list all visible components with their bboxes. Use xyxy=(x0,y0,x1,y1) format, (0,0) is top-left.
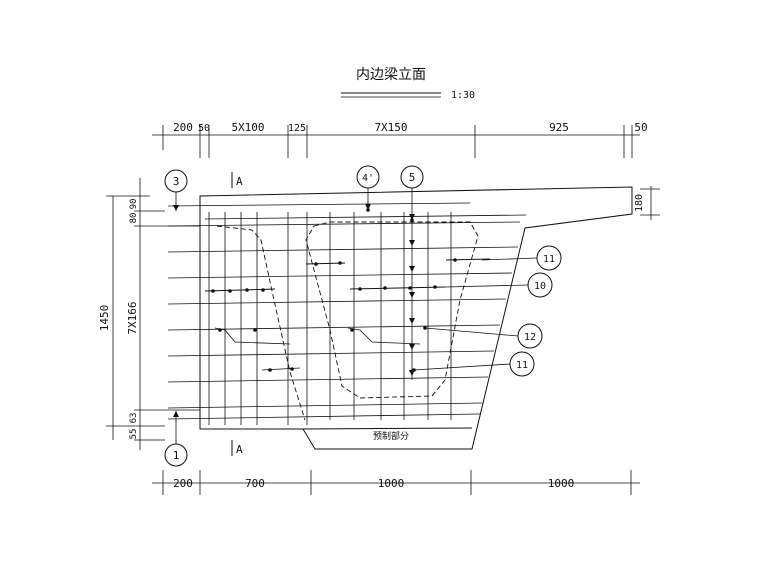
right-dim-180: 180 xyxy=(634,194,645,212)
left-dim-top-b: 90 xyxy=(129,199,139,210)
tendon-outline-left xyxy=(216,225,306,421)
right-dimension-line xyxy=(640,186,660,220)
callout-11-upper-label: 11 xyxy=(543,254,555,265)
callout-1-bubble xyxy=(164,443,188,467)
callout-11-lower-label: 11 xyxy=(516,360,528,371)
scale-label: 1:30 xyxy=(451,90,475,101)
callout-3-label: 3 xyxy=(173,175,180,188)
callout-10-label: 10 xyxy=(534,281,546,292)
callout-1-arrow xyxy=(173,411,179,417)
top-dim-200: 200 xyxy=(173,121,193,134)
top-dim-50a: 50 xyxy=(198,123,210,134)
left-dimension-lines xyxy=(106,178,200,450)
callout-5-bubble xyxy=(400,165,424,189)
callout-4p-arrow xyxy=(365,204,371,210)
precast-label: 预制部分 xyxy=(373,430,409,442)
left-dim-middle: 7X166 xyxy=(126,301,139,334)
vertical-stirrups xyxy=(208,212,452,425)
callout-10-bubble xyxy=(527,272,553,298)
bottom-dim-1000a: 1000 xyxy=(378,477,405,490)
horizontal-rebars xyxy=(167,202,527,420)
callout-11-upper-bubble xyxy=(536,245,562,271)
callout-11-lower-leader xyxy=(413,363,511,371)
top-dim-5x100: 5X100 xyxy=(231,121,264,134)
callout-4p-label: 4' xyxy=(362,173,374,184)
bottom-dim-1000b: 1000 xyxy=(548,477,575,490)
top-dimension-line xyxy=(152,125,640,158)
callout-10-leader xyxy=(444,284,529,288)
bottom-dim-700: 700 xyxy=(245,477,265,490)
section-label-bottom: A xyxy=(236,443,243,456)
top-dim-125: 125 xyxy=(288,123,306,134)
left-dim-bottom-b: 55 xyxy=(129,429,139,440)
callout-11-upper-leader xyxy=(481,257,538,261)
callout-12-leader xyxy=(424,327,519,337)
callout-11-lower-bubble xyxy=(509,351,535,377)
section-label-top: A xyxy=(236,175,243,188)
callout-5-arrows xyxy=(409,214,415,376)
bottom-dimension-line xyxy=(152,470,640,495)
callout-12-bubble xyxy=(517,323,543,349)
callout-4p-bubble xyxy=(356,165,380,189)
bottom-dim-200: 200 xyxy=(173,477,193,490)
left-dim-bottom-a: 63 xyxy=(129,413,139,424)
beam-outline xyxy=(199,186,633,450)
left-dim-total: 1450 xyxy=(98,305,111,332)
rebar-markers xyxy=(204,208,491,372)
callout-1-label: 1 xyxy=(173,449,180,462)
top-dim-50b: 50 xyxy=(634,121,647,134)
tendon-outline-center xyxy=(305,221,479,399)
precast-top-line xyxy=(302,427,473,430)
callout-3-arrow xyxy=(173,205,179,211)
callout-3-bubble xyxy=(164,169,188,193)
top-dim-7x150: 7X150 xyxy=(374,121,407,134)
top-dim-925: 925 xyxy=(549,121,569,134)
left-dim-top-a: 80 xyxy=(129,213,139,224)
callout-5-label: 5 xyxy=(409,171,416,184)
drawing-title: 内边梁立面 xyxy=(356,67,426,83)
callout-12-label: 12 xyxy=(524,332,536,343)
